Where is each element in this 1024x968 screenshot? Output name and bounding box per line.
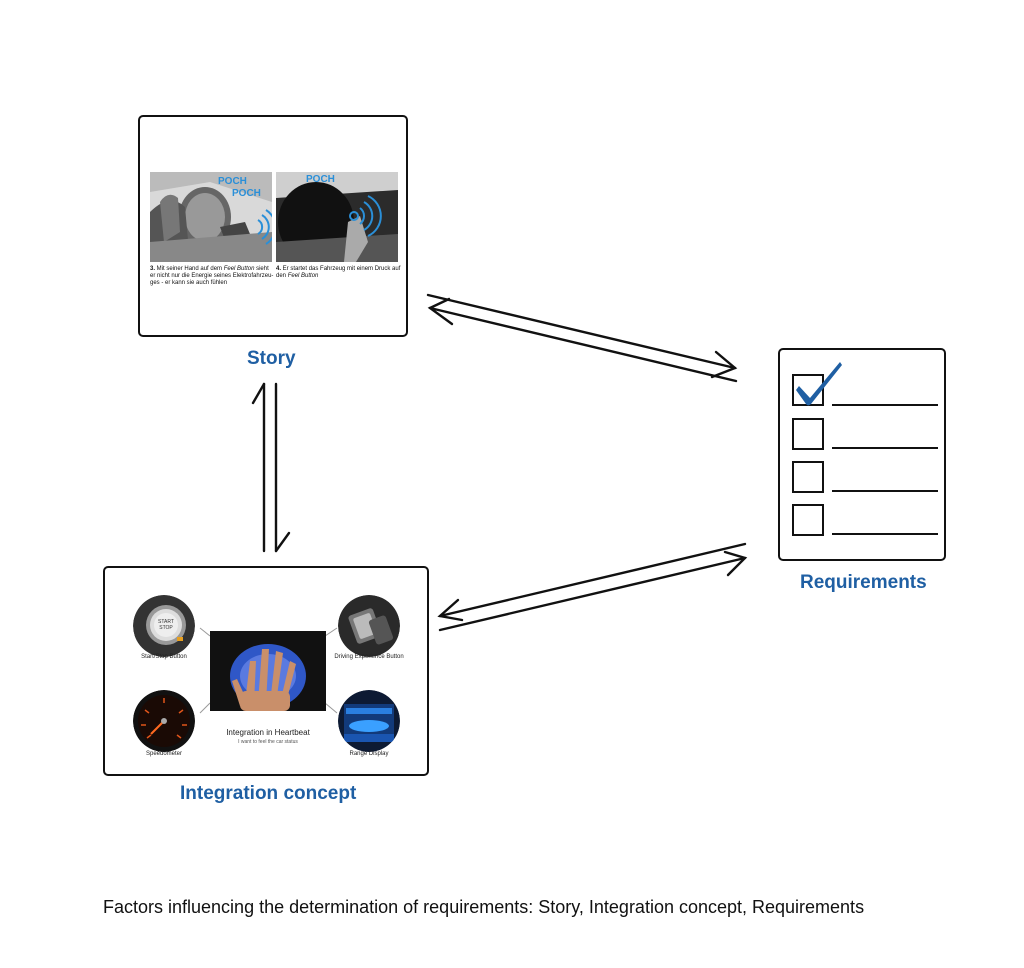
speedometer-image — [133, 690, 195, 752]
arrow-requirements-to-integration — [438, 542, 747, 618]
figure-caption: Factors influencing the determination of… — [103, 897, 865, 917]
start-stop-button-image: START STOP — [133, 595, 195, 657]
integration-box: START STOP Start/Stop Button Driving Exp… — [103, 566, 429, 776]
range-display-caption: Range Display — [349, 751, 389, 757]
checkbox-4 — [792, 504, 824, 536]
heartbeat-subtitle: I want to feel the car status — [238, 739, 298, 745]
driving-experience-button-image — [338, 595, 400, 657]
story-panel-left: POCH POCH — [150, 172, 272, 262]
story-caption-left: 3. Mit seiner Hand auf dem Feel Button s… — [150, 266, 274, 286]
story-label: Story — [247, 348, 296, 369]
arrow-integration-to-requirements — [438, 556, 747, 632]
checkbox-3 — [792, 461, 824, 493]
heartbeat-title: Integration in Heartbeat — [226, 728, 310, 737]
story-panel-right: POCH — [276, 172, 398, 262]
start-stop-caption: Start/Stop Button — [141, 654, 187, 660]
story-box: POCH POCH 3. Mit seiner Hand auf dem Fee… — [138, 115, 408, 337]
driving-experience-caption: Driving Experience Button — [334, 654, 404, 660]
integration-connectors — [199, 627, 338, 714]
requirements-box — [778, 348, 946, 561]
svg-text:STOP: STOP — [159, 625, 173, 631]
checkbox-2 — [792, 418, 824, 450]
requirements-label: Requirements — [800, 572, 927, 593]
arrow-story-to-requirements — [426, 293, 737, 370]
range-display-image — [338, 690, 400, 752]
checkmark-icon — [796, 362, 842, 406]
story-caption-right: 4. Er startet das Fahrzeug mit einem Dru… — [276, 266, 401, 279]
svg-text:START: START — [158, 619, 174, 625]
integration-label: Integration concept — [180, 783, 357, 804]
poch-text-1: POCH — [218, 176, 247, 187]
poch-text-2: POCH — [232, 188, 261, 199]
poch-text-3: POCH — [306, 174, 335, 185]
arrow-requirements-to-story — [428, 306, 738, 383]
speedometer-caption: Speedometer — [145, 751, 183, 757]
story-illustration-left — [150, 172, 272, 262]
heartbeat-image — [210, 631, 326, 711]
story-illustration-right — [276, 172, 398, 262]
requirements-checklist — [792, 362, 938, 536]
